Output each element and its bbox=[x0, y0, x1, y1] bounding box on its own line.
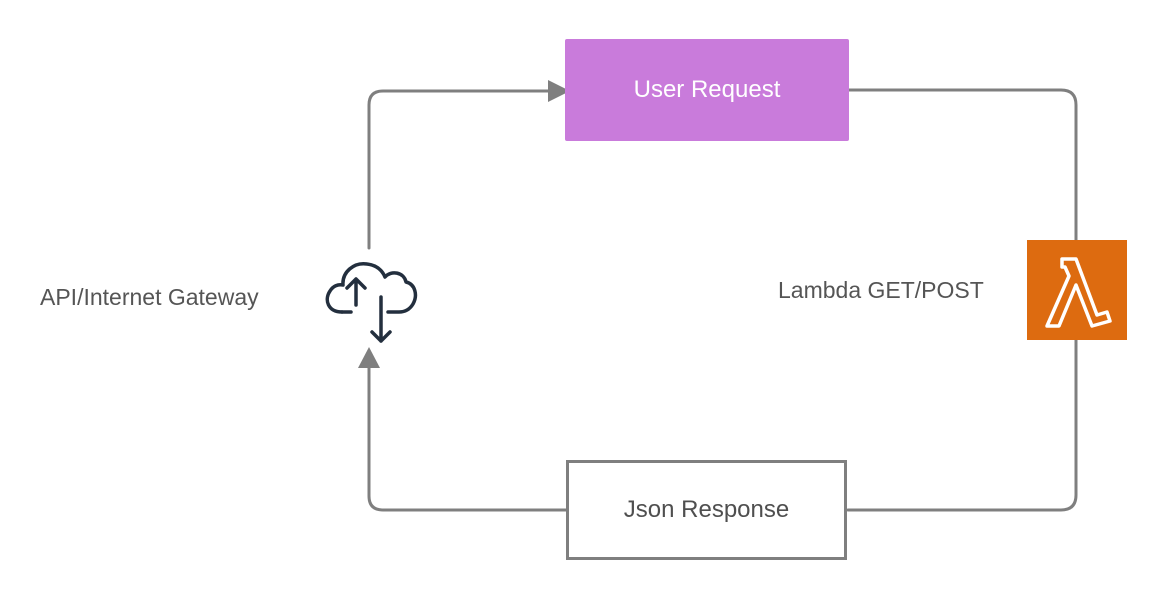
user-request-node[interactable]: User Request bbox=[565, 39, 849, 141]
user-request-label: User Request bbox=[633, 76, 781, 103]
gateway-label: API/Internet Gateway bbox=[40, 284, 259, 310]
arrowhead-into-user-request bbox=[548, 80, 570, 102]
json-response-node[interactable]: Json Response bbox=[566, 460, 847, 560]
json-response-label: Json Response bbox=[623, 496, 790, 523]
lambda-symbol bbox=[1045, 257, 1112, 328]
lambda-label: Lambda GET/POST bbox=[778, 277, 984, 303]
arrowhead-into-gateway bbox=[358, 347, 380, 368]
connector-lambda-to-response bbox=[846, 338, 1078, 512]
aws-lambda-icon[interactable] bbox=[1027, 240, 1127, 340]
connector-request-to-lambda bbox=[846, 88, 1078, 242]
connector-gateway-to-request bbox=[367, 89, 550, 250]
cloud-upload-download-icon bbox=[325, 262, 418, 343]
connector-response-to-gateway bbox=[367, 366, 568, 512]
